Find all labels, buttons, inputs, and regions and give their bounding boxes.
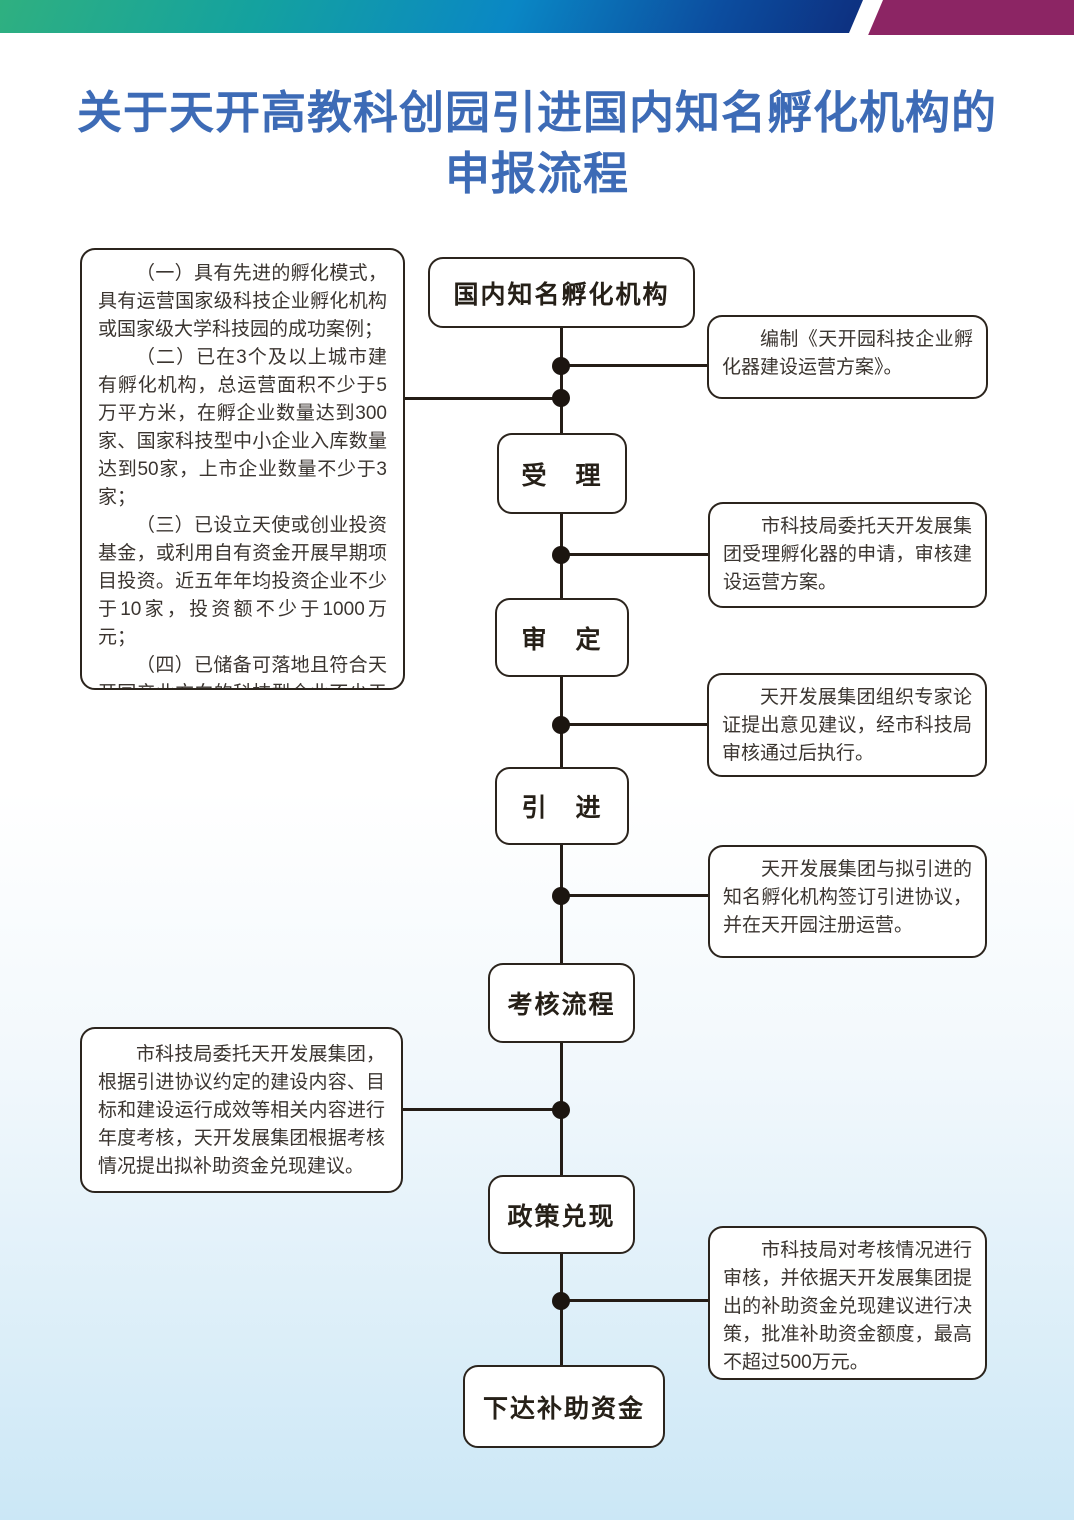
annual-assessment-paragraph: 市科技局委托天开发展集团，根据引进协议约定的建设内容、目标和建设运行成效等相关内… <box>98 1044 385 1177</box>
connector-to-right-note-3 <box>561 723 707 726</box>
condition-paragraph-3: （三）已设立天使或创业投资基金，或利用自有资金开展早期项目投资。近五年年均投资企… <box>98 515 387 648</box>
right-note-agreement: 天开发展集团与拟引进的知名孵化机构签订引进协议，并在天开园注册运营。 <box>708 845 987 958</box>
left-note-conditions: （一）具有先进的孵化模式，具有运营国家级科技企业孵化机构或国家级大学科技园的成功… <box>80 248 405 690</box>
junction-dot-5 <box>552 887 570 905</box>
connector-to-right-note-4 <box>561 894 708 897</box>
flow-node-acceptance: 受 理 <box>497 433 627 514</box>
condition-paragraph-1: （一）具有先进的孵化模式，具有运营国家级科技企业孵化机构或国家级大学科技园的成功… <box>98 263 387 340</box>
junction-dot-7 <box>552 1292 570 1310</box>
left-note-annual-assessment: 市科技局委托天开发展集团，根据引进协议约定的建设内容、目标和建设运行成效等相关内… <box>80 1027 403 1193</box>
banner-blue-stripe <box>0 0 864 33</box>
page-title: 关于天开高教科创园引进国内知名孵化机构的 申报流程 <box>0 82 1074 204</box>
flow-trunk-line <box>559 328 563 1372</box>
right-note-review-text: 天开发展集团组织专家论证提出意见建议，经市科技局审核通过后执行。 <box>722 687 972 764</box>
right-note-review: 天开发展集团组织专家论证提出意见建议，经市科技局审核通过后执行。 <box>707 673 987 777</box>
page-title-line2: 申报流程 <box>444 148 629 199</box>
page-title-line1: 关于天开高教科创园引进国内知名孵化机构的 <box>76 87 997 138</box>
banner-purple-stripe <box>868 0 1074 35</box>
condition-paragraph-2: （二）已在3个及以上城市建有孵化机构，总运营面积不少于5万平方米，在孵企业数量达… <box>98 347 387 508</box>
flow-node-institution: 国内知名孵化机构 <box>428 257 695 328</box>
junction-dot-4 <box>552 716 570 734</box>
right-note-acceptance-text: 市科技局委托天开发展集团受理孵化器的申请，审核建设运营方案。 <box>723 516 972 593</box>
connector-to-right-note-1 <box>561 364 707 367</box>
flow-node-assessment: 考核流程 <box>488 963 635 1043</box>
flow-node-policy-cash: 政策兑现 <box>488 1175 635 1254</box>
right-note-plan: 编制《天开园科技企业孵化器建设运营方案》。 <box>707 315 988 399</box>
right-note-acceptance: 市科技局委托天开发展集团受理孵化器的申请，审核建设运营方案。 <box>708 502 987 608</box>
right-note-decision-text: 市科技局对考核情况进行审核，并依据天开发展集团提出的补助资金兑现建议进行决策，批… <box>723 1240 972 1373</box>
flow-node-grant-funds: 下达补助资金 <box>463 1365 665 1448</box>
flow-node-review: 审 定 <box>495 598 629 677</box>
junction-dot-1 <box>552 357 570 375</box>
right-note-plan-text: 编制《天开园科技企业孵化器建设运营方案》。 <box>722 329 973 378</box>
connector-to-right-note-2 <box>561 553 708 556</box>
condition-paragraph-4: （四）已储备可落地且符合天开园产业方向的科技型企业不少于20家。 <box>98 655 387 688</box>
junction-dot-3 <box>552 546 570 564</box>
connector-to-left-note-2 <box>402 1108 561 1111</box>
junction-dot-2 <box>552 389 570 407</box>
junction-dot-6 <box>552 1101 570 1119</box>
right-note-agreement-text: 天开发展集团与拟引进的知名孵化机构签订引进协议，并在天开园注册运营。 <box>723 859 972 936</box>
connector-to-left-note-1 <box>403 397 561 400</box>
right-note-decision: 市科技局对考核情况进行审核，并依据天开发展集团提出的补助资金兑现建议进行决策，批… <box>708 1226 987 1380</box>
connector-to-right-note-5 <box>561 1299 708 1302</box>
flow-node-introduction: 引 进 <box>495 767 629 845</box>
